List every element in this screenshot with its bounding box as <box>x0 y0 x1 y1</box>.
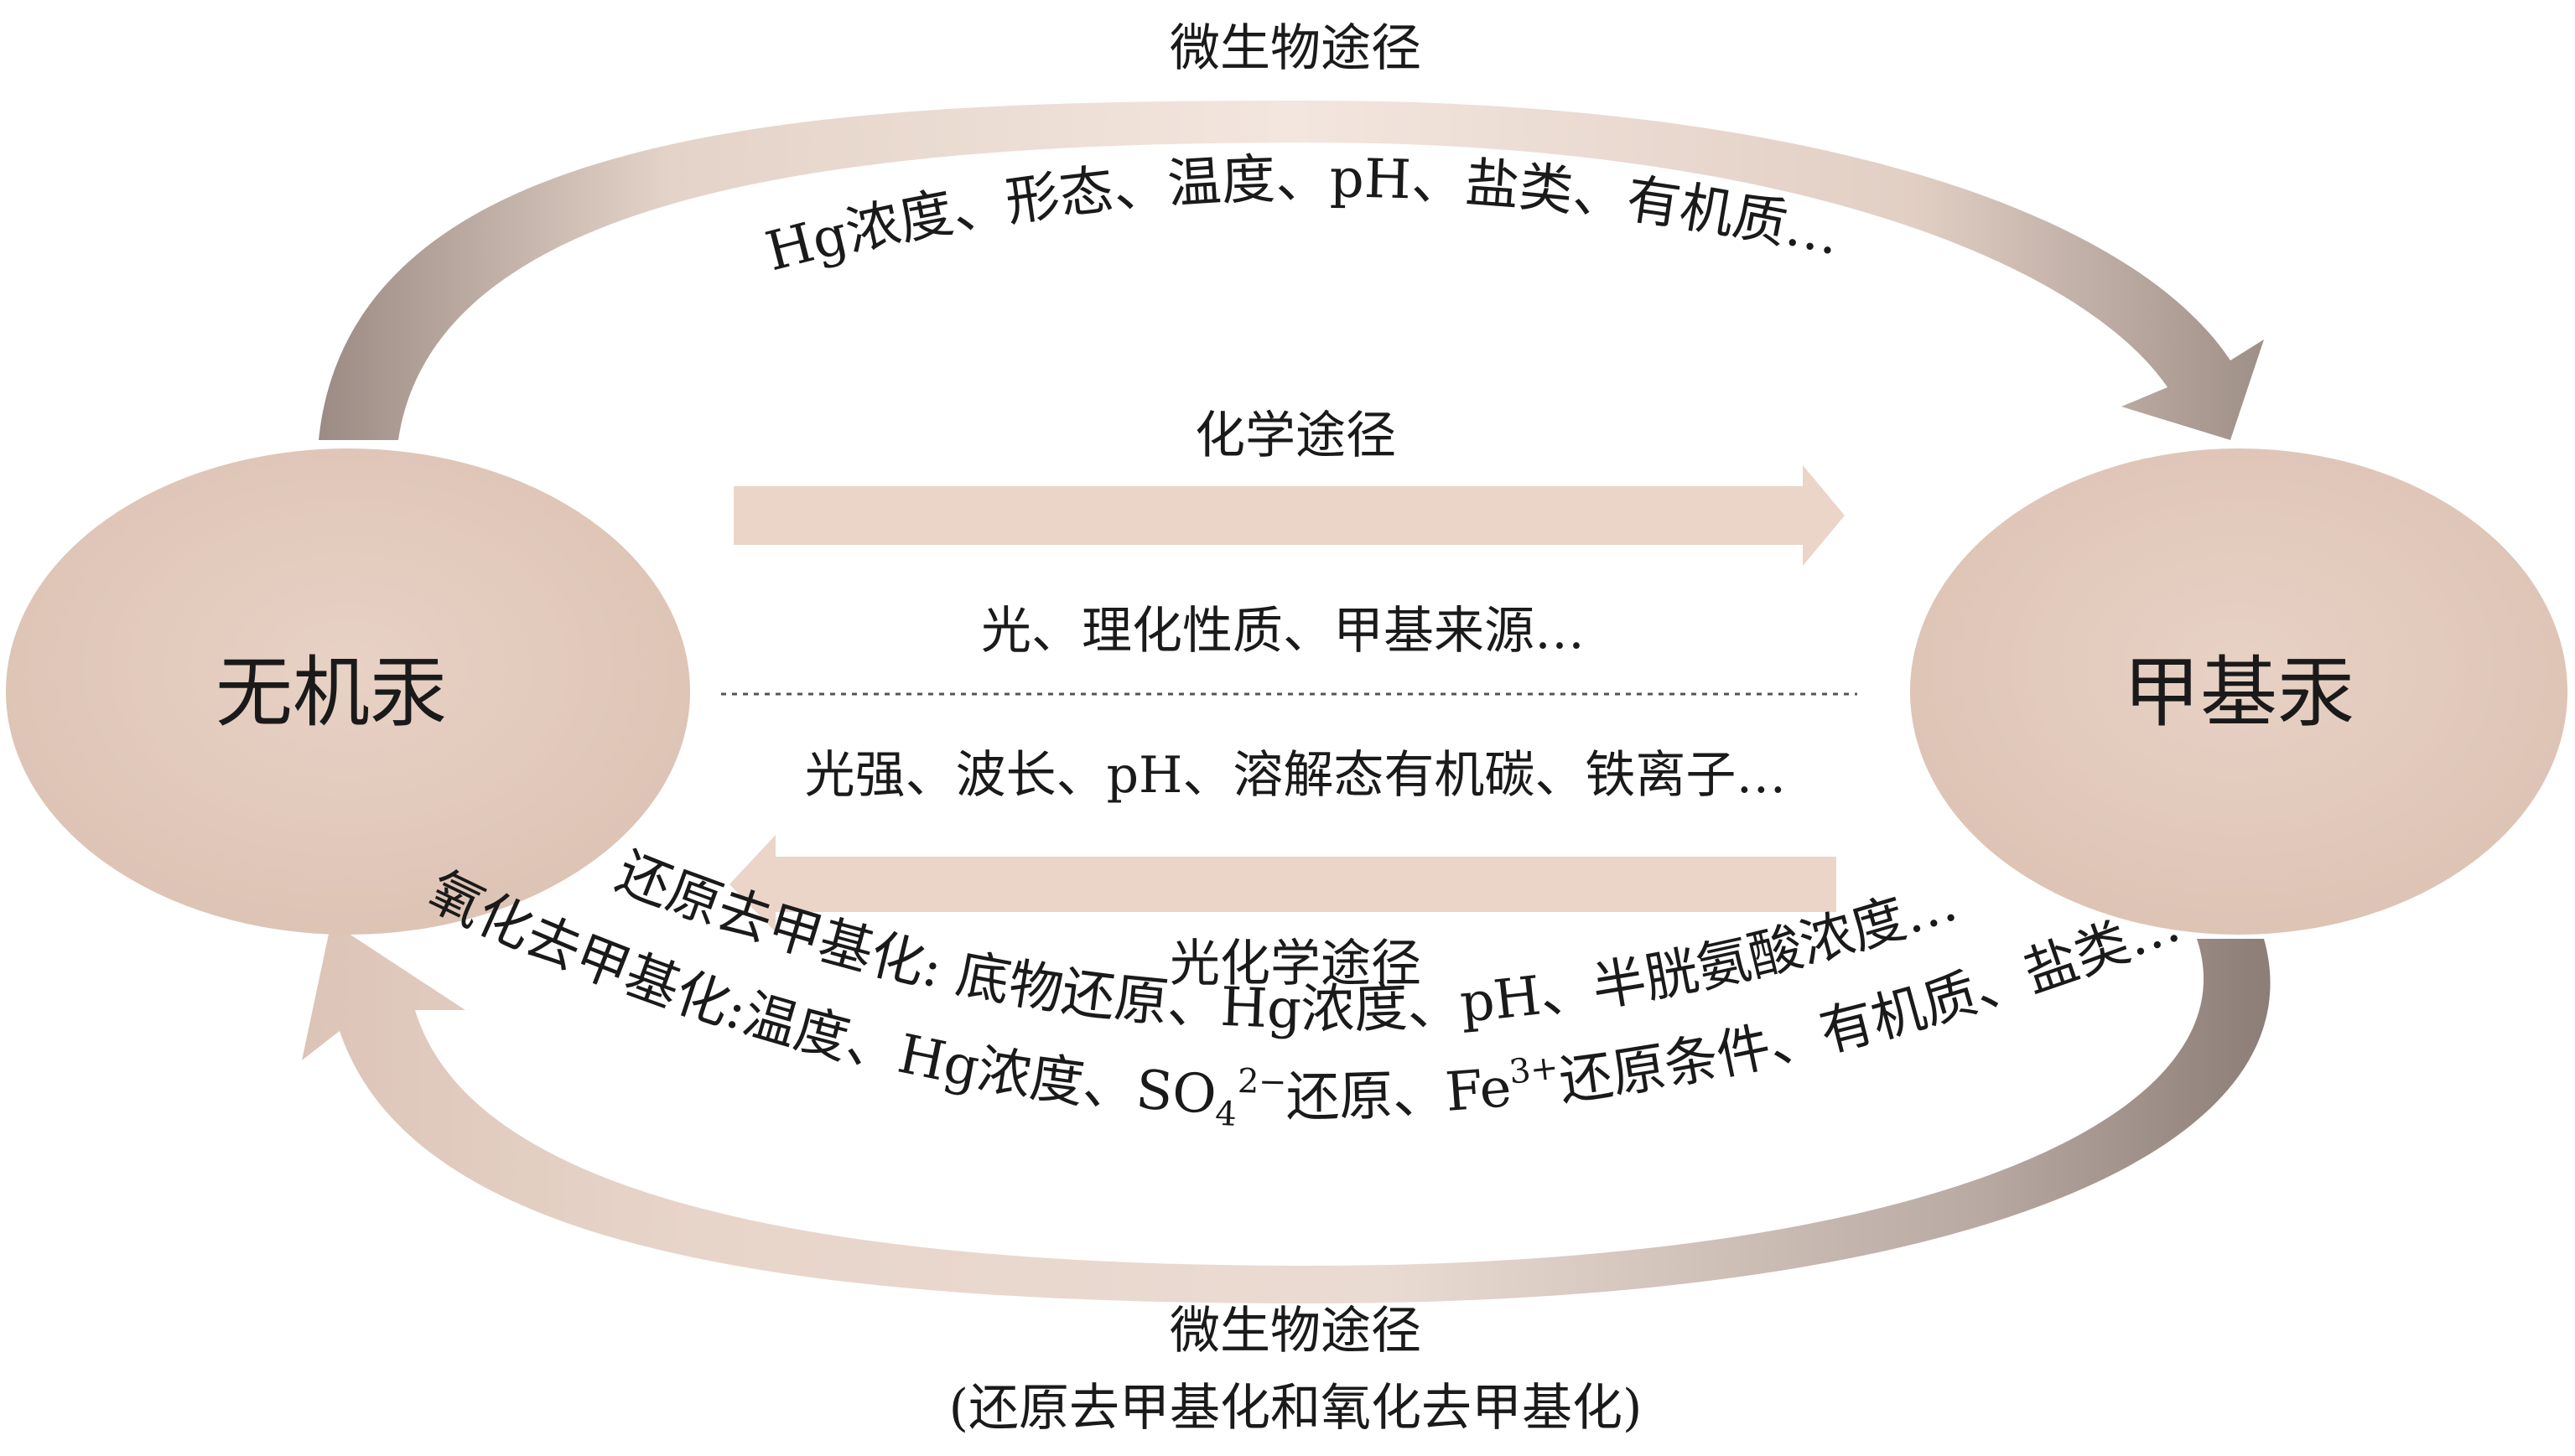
photochemical-pathway-label: 光化学途径 <box>1170 935 1421 993</box>
top-pathway-label: 微生物途径 <box>1170 19 1421 78</box>
bottom-pathway-label: 微生物途径 <box>1170 1302 1421 1360</box>
oxidative-mid: 还原、Fe <box>1286 1057 1514 1129</box>
oxidative-sup: 2− <box>1237 1062 1287 1101</box>
photochemical-arrow <box>729 835 1836 932</box>
oxidative-sup2: 3+ <box>1508 1048 1560 1091</box>
photochemical-conditions: 光强、波长、pH、溶解态有机碳、铁离子… <box>805 746 1787 805</box>
chemical-arrow <box>734 465 1845 566</box>
chemical-pathway-label: 化学途径 <box>1195 407 1396 465</box>
inorganic-mercury-node: 无机汞 <box>6 448 690 935</box>
inorganic-mercury-label: 无机汞 <box>215 648 447 738</box>
top-curved-arrow <box>319 101 2264 440</box>
methylmercury-node: 甲基汞 <box>1910 448 2567 935</box>
methylmercury-label: 甲基汞 <box>2123 648 2354 738</box>
oxidative-sub: 4 <box>1214 1095 1237 1134</box>
chemical-conditions: 光、理化性质、甲基来源… <box>981 602 1585 661</box>
bottom-pathway-sub: (还原去甲基化和氧化去甲基化) <box>949 1379 1643 1438</box>
